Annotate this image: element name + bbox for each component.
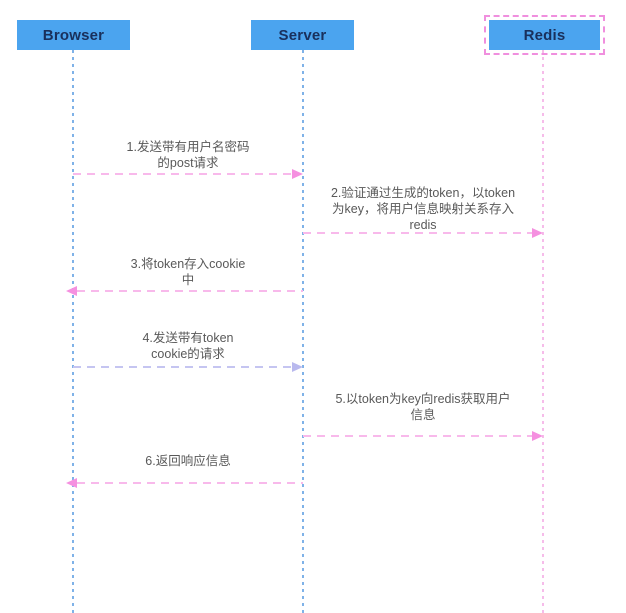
lifeline-server — [302, 50, 304, 613]
dashed-line — [73, 173, 292, 175]
message-5-label[interactable]: 5.以token为key向redis获取用户 信息 — [335, 392, 511, 422]
message-5-arrow[interactable] — [303, 431, 543, 441]
lifeline-browser — [72, 50, 74, 613]
arrowhead-right-icon — [532, 431, 543, 441]
message-1-label[interactable]: 1.发送带有用户名密码 的post请求 — [126, 140, 250, 170]
arrowhead-left-icon — [66, 286, 77, 296]
dashed-line — [303, 232, 532, 234]
message-1-arrow[interactable] — [73, 169, 303, 179]
arrowhead-right-icon — [292, 169, 303, 179]
actor-server[interactable]: Server — [251, 20, 354, 50]
message-2-arrow[interactable] — [303, 228, 543, 238]
message-6-arrow[interactable] — [66, 478, 303, 488]
dashed-line — [303, 435, 532, 437]
message-3-arrow[interactable] — [66, 286, 303, 296]
message-6-label[interactable]: 6.返回响应信息 — [145, 454, 231, 468]
arrowhead-right-icon — [532, 228, 543, 238]
message-4-arrow[interactable] — [73, 362, 303, 372]
actor-browser[interactable]: Browser — [17, 20, 130, 50]
message-2-label[interactable]: 2.验证通过生成的token，以token 为key，将用户信息映射关系存入 r… — [330, 186, 516, 232]
dashed-line — [77, 482, 303, 484]
message-4-label[interactable]: 4.发送带有token cookie的请求 — [142, 331, 234, 361]
lifeline-redis — [542, 50, 544, 613]
dashed-line — [77, 290, 303, 292]
arrowhead-left-icon — [66, 478, 77, 488]
dashed-line — [73, 366, 292, 368]
actor-redis[interactable]: Redis — [484, 15, 605, 55]
message-3-label[interactable]: 3.将token存入cookie 中 — [130, 257, 246, 287]
arrowhead-right-icon — [292, 362, 303, 372]
